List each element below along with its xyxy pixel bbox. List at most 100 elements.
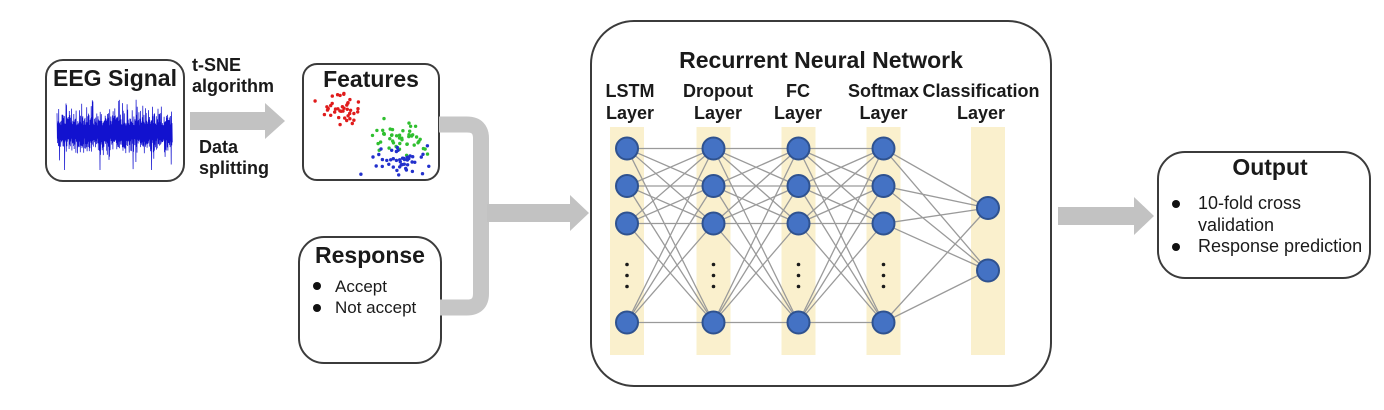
scatter-dot	[408, 129, 412, 133]
scatter-dot	[401, 129, 405, 133]
scatter-dot	[352, 111, 356, 116]
scatter-dot	[405, 142, 409, 146]
waveform-trace	[56, 99, 173, 171]
scatter-dot	[397, 133, 402, 137]
scatter-dot	[380, 164, 384, 169]
scatter-dot	[330, 101, 334, 106]
neuron-node	[615, 310, 639, 335]
scatter-dot	[400, 162, 404, 167]
bullet-item-not-accept: Not accept	[313, 297, 416, 318]
scatter-dot	[391, 157, 395, 161]
scatter-dot	[345, 107, 349, 112]
scatter-dot	[396, 148, 400, 152]
scatter-dot	[379, 147, 383, 151]
ellipsis-dot	[796, 273, 801, 278]
connection-line	[883, 222, 989, 272]
connection-line	[883, 147, 989, 209]
scatter-dot	[405, 163, 410, 167]
ellipsis-dot	[711, 262, 716, 267]
scatter-dot	[413, 160, 417, 164]
scatter-dot	[397, 136, 402, 140]
connection-line	[626, 223, 714, 323]
connection-line	[798, 223, 884, 323]
scatter-dot	[348, 117, 352, 121]
scatter-dot	[421, 146, 426, 151]
ellipsis-dot	[881, 273, 886, 278]
scatter-dot	[387, 162, 391, 166]
scatter-dot	[342, 91, 346, 96]
bullet-dot	[313, 282, 321, 290]
scatter-dot	[356, 100, 361, 104]
neuron-node	[786, 136, 811, 161]
scatter-dot	[385, 158, 389, 163]
connection-line	[798, 147, 884, 187]
scatter-dot	[420, 172, 425, 176]
scatter-dot	[397, 173, 401, 177]
neuron-node	[701, 174, 726, 198]
scatter-dot	[411, 155, 415, 159]
response-box-title: Response	[315, 242, 425, 268]
neuron-node	[871, 211, 896, 236]
connection-line	[626, 148, 715, 323]
response-box	[298, 236, 442, 364]
scatter-dot	[325, 105, 329, 109]
connection-line	[713, 148, 799, 224]
scatter-dot	[330, 94, 334, 98]
ellipsis-dot	[625, 262, 629, 267]
connection-line	[712, 185, 800, 323]
layer-header-lstm: LSTM Layer	[605, 81, 655, 123]
label-tsne-algorithm: t-SNE algorithm	[192, 55, 275, 96]
ellipsis-dot	[796, 284, 801, 289]
scatter-dot	[343, 116, 347, 120]
scatter-dot	[359, 172, 363, 176]
scatter-dot	[398, 165, 402, 169]
connection-line	[797, 148, 885, 323]
scatter-dot	[348, 108, 353, 113]
connection-line	[798, 185, 884, 225]
neuron-node	[615, 174, 639, 198]
scatter-dot	[389, 158, 393, 162]
neuron-node	[701, 211, 726, 236]
scatter-dot	[333, 107, 338, 111]
scatter-dot	[412, 143, 416, 147]
ellipsis-dot	[625, 284, 629, 289]
scatter-dot	[421, 152, 425, 156]
ellipsis-dot	[881, 284, 886, 289]
output-box	[1157, 151, 1371, 279]
bullet-dot	[1172, 199, 1180, 208]
scatter-dot	[345, 103, 349, 107]
neuron-node	[976, 196, 1000, 220]
neuron-node	[786, 310, 811, 335]
scatter-dot	[410, 134, 414, 138]
scatter-dot	[381, 128, 385, 132]
layer-header-softmax: Softmax Layer	[847, 81, 919, 123]
ellipsis-dot	[796, 262, 801, 267]
bullet-text: Response prediction	[1198, 236, 1363, 256]
ellipsis-dot	[711, 273, 716, 278]
scatter-dot	[338, 122, 342, 127]
scatter-dot	[350, 121, 354, 126]
scatter-dot	[400, 156, 405, 160]
rnn-title: Recurrent Neural Network	[679, 47, 963, 73]
scatter-dot	[413, 124, 418, 128]
scatter-dot	[427, 164, 431, 168]
scatter-dot	[338, 93, 342, 98]
bullet-text: Not accept	[335, 298, 417, 317]
connection-line	[883, 185, 989, 209]
connection-line	[713, 185, 799, 225]
layer-header-fc: FC Layer	[773, 81, 823, 123]
scatter-dot	[380, 157, 385, 162]
scatter-dot	[389, 133, 394, 137]
scatter-dot	[400, 138, 404, 142]
connection-line	[626, 148, 714, 224]
scatter-dot	[425, 152, 430, 156]
scatter-dot	[370, 133, 375, 138]
scatter-dot	[382, 116, 386, 121]
bullet-item-cross-validation: 10-fold cross validation	[1172, 193, 1362, 236]
scatter-dot	[394, 134, 399, 138]
neuron-node	[871, 174, 896, 198]
label-data-splitting: Data splitting	[199, 137, 269, 178]
scatter-dot	[405, 158, 410, 162]
scatter-dot	[425, 144, 430, 148]
